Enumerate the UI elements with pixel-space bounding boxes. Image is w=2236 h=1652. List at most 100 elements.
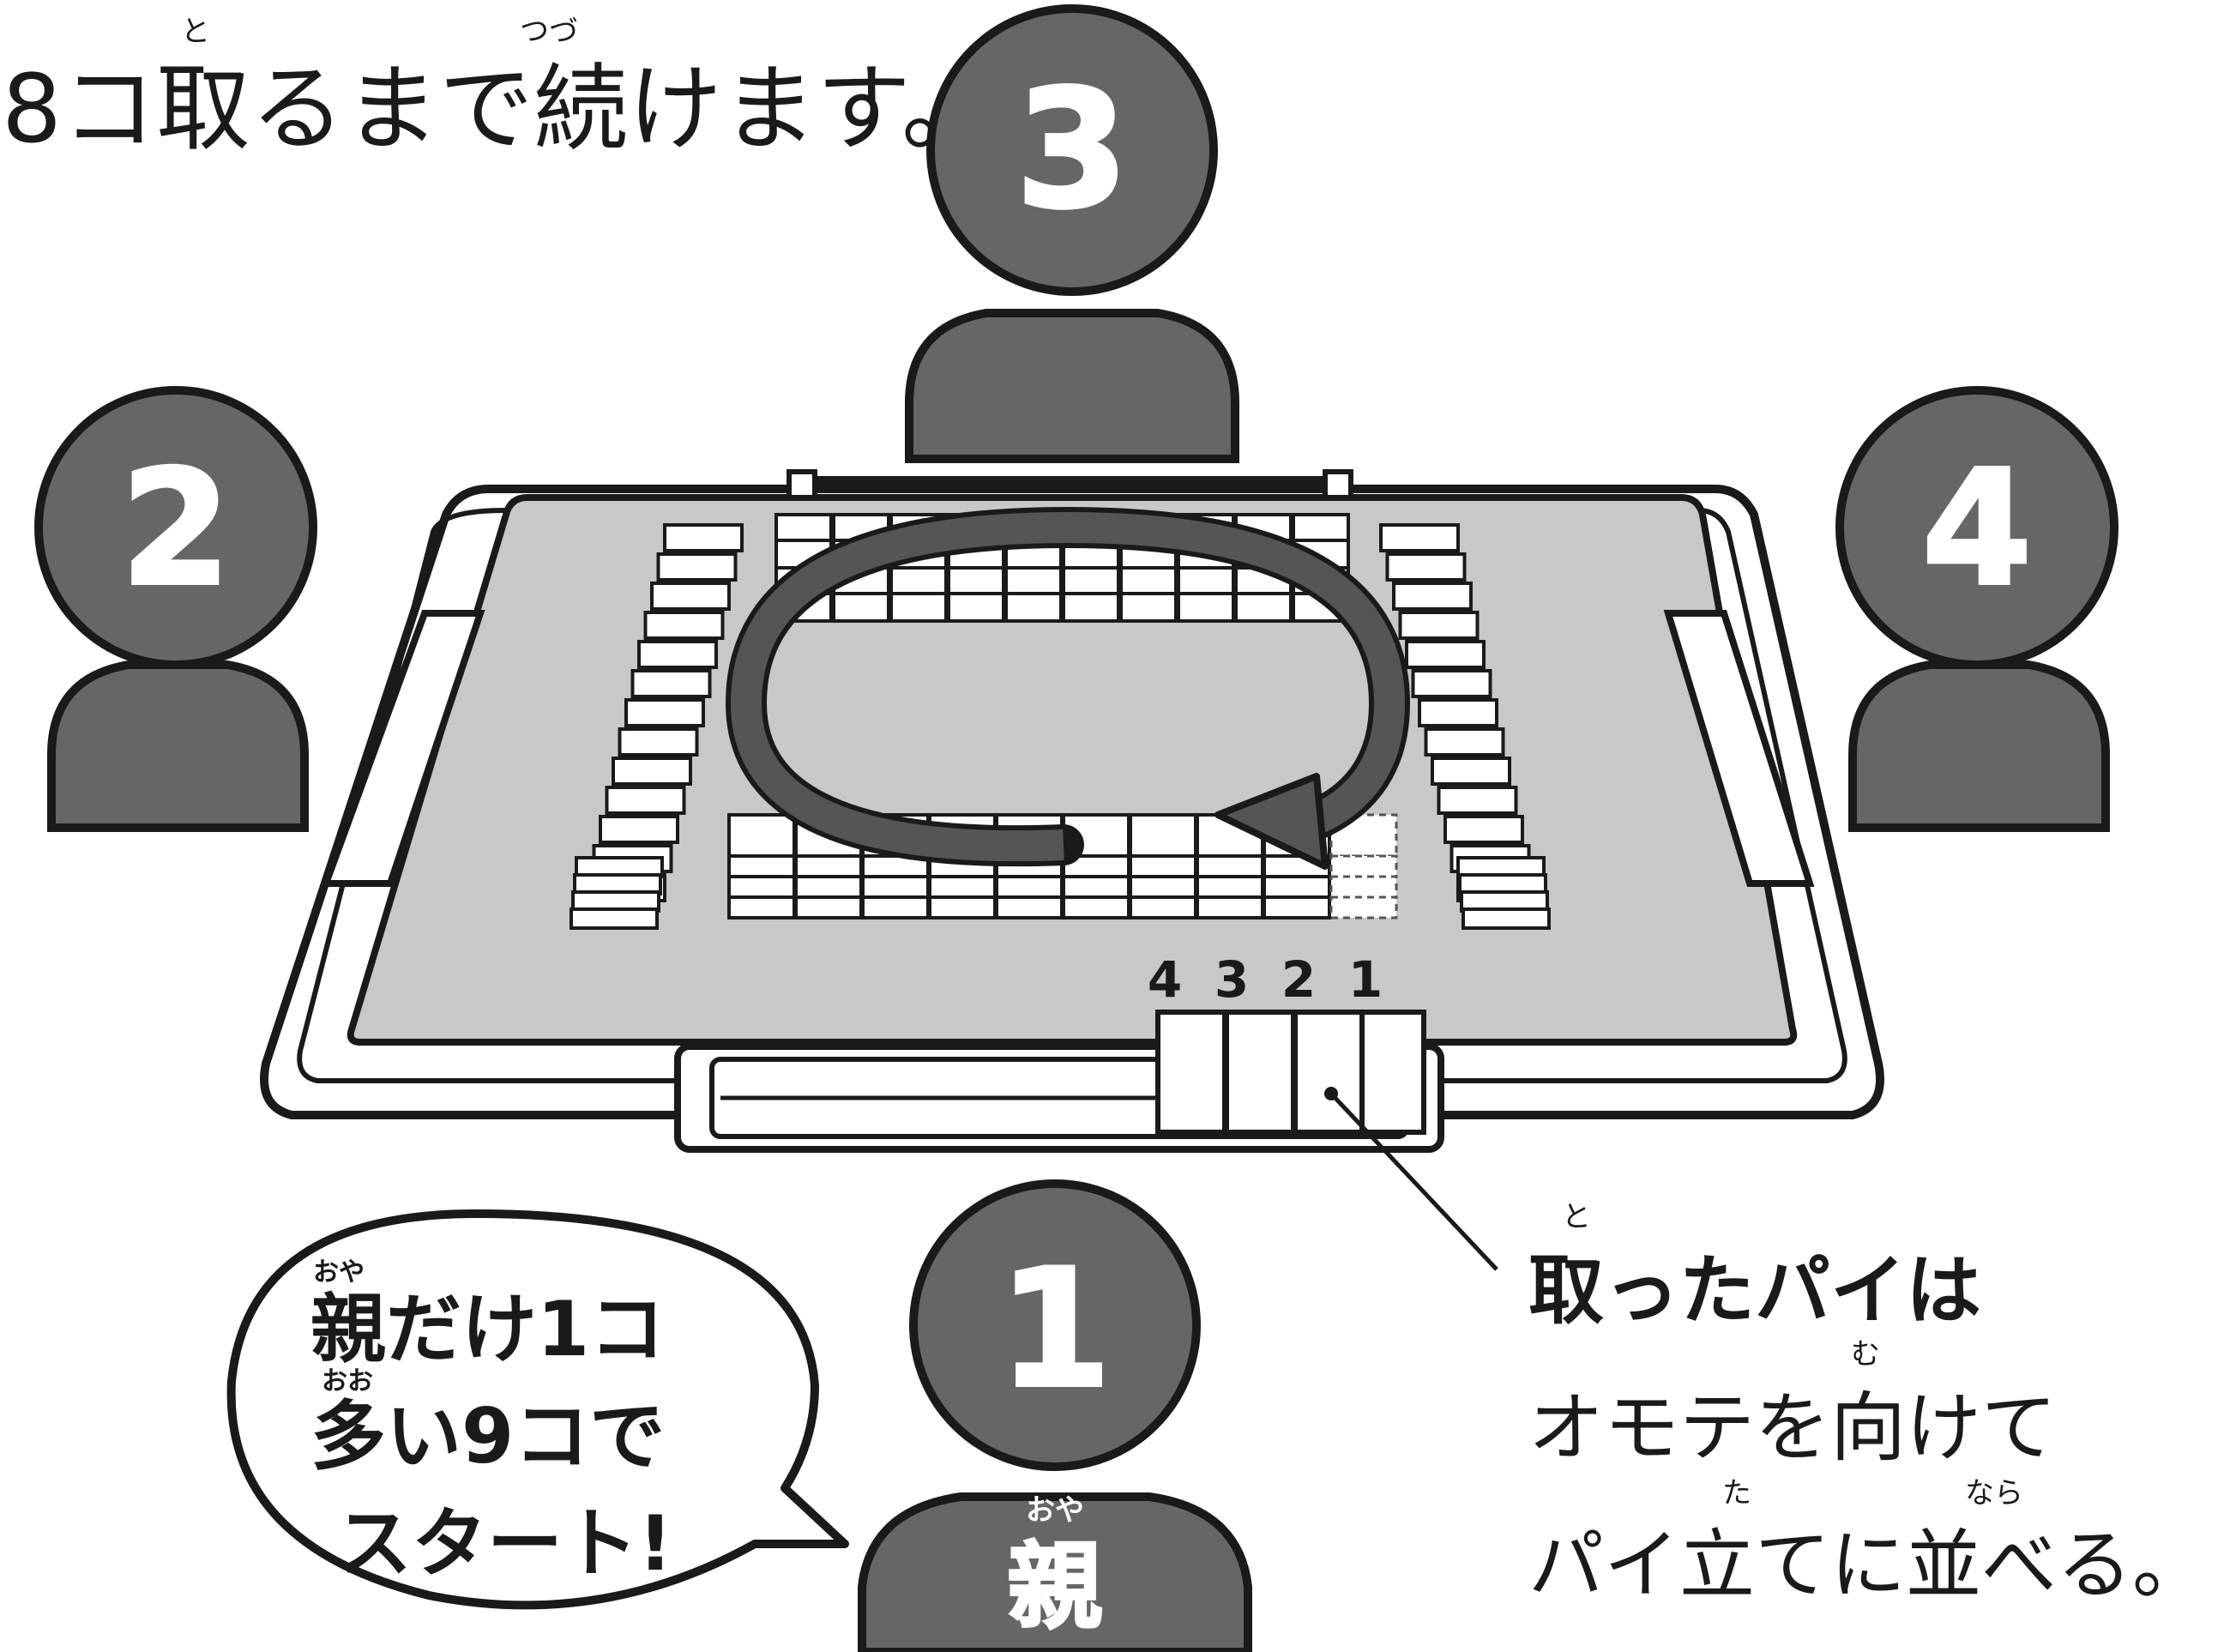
wall-tile [1385, 552, 1467, 582]
wall-tile [1129, 895, 1197, 919]
callout-line-3: パイ立てに並べる。 [1528, 1521, 2208, 1609]
wall-tile [1329, 875, 1398, 899]
table-frame-inner [297, 508, 1847, 1083]
wall-tile [947, 566, 1005, 595]
stack-label-2: 2 [1281, 950, 1316, 1009]
player-4: 4 [1835, 386, 2118, 832]
wall-tile [889, 592, 948, 623]
dealer-ruby: おや [1026, 1493, 1084, 1528]
arrow-body [730, 511, 1406, 862]
wall-tile [861, 875, 930, 899]
wall-tile [861, 895, 930, 919]
player-1-number: 1 [998, 1234, 1112, 1424]
wall-tile [727, 875, 796, 899]
wall-tile [1411, 669, 1492, 698]
player-4-number: 4 [1922, 436, 2033, 621]
wall-tile [832, 592, 890, 623]
turn-order-arrow [725, 506, 1411, 870]
player-2: 2 [34, 386, 317, 832]
callout-ruby-ta: た [1722, 1476, 1751, 1510]
player-4-head [1835, 386, 2118, 669]
callout-leader [1324, 1087, 1498, 1271]
speech-bubble: おや 親だけ1コ おお 多い9コで スタート! [226, 1209, 849, 1610]
wall-tile [1062, 895, 1130, 919]
rack-tile [1155, 1010, 1227, 1135]
callout-line-2: オモテを向けて [1528, 1384, 2057, 1472]
wall-tile [727, 813, 796, 858]
wall-tile [1196, 875, 1264, 899]
header-text: 8コ取るまで続けます。 [2, 54, 996, 164]
wall-tile [1292, 513, 1350, 542]
player-2-number: 2 [121, 436, 232, 621]
table-handle-right [1663, 610, 1815, 887]
wall-tile [650, 582, 731, 611]
wall-tile [1263, 895, 1331, 919]
wall-tile [1398, 611, 1480, 640]
header-ruby-tsuzu: つづ [520, 15, 578, 49]
player-3: 3 [905, 4, 1239, 463]
player-3-body [905, 309, 1239, 463]
wall-tile [1329, 854, 1398, 878]
arrow-head [1214, 773, 1329, 870]
callout-ruby-mu: む [1851, 1337, 1880, 1372]
wall-tile [995, 895, 1064, 919]
wall-tile [928, 875, 997, 899]
wall-tile [1062, 566, 1120, 595]
wall-tile [643, 611, 725, 640]
wall-tile [1443, 815, 1524, 844]
wall-tile [1062, 592, 1120, 623]
header-ruby-to: と [181, 15, 210, 49]
wall-tile [637, 640, 718, 669]
wall-tile [1004, 566, 1063, 595]
table-handle-left [321, 610, 485, 887]
table-top-bar [789, 476, 1338, 493]
rack-tile [1224, 1010, 1296, 1135]
callout-line [1329, 1092, 1498, 1271]
wall-tile [1177, 592, 1235, 623]
callout-text: と 取ったパイは む オモテを向けて た なら パイ立てに並べる。 [1528, 1200, 2208, 1609]
wall-tile [618, 727, 699, 757]
wall-tile [774, 513, 833, 542]
wall-tile [1234, 592, 1293, 623]
wall-tile [1177, 566, 1235, 595]
stack-labels: 4 3 2 1 [1148, 950, 1383, 1009]
wall-tile [1119, 566, 1178, 595]
wall-tile [612, 757, 692, 786]
wall-tile [630, 669, 712, 698]
callout-line-1: 取ったパイは [1528, 1246, 1981, 1335]
player-1-body [858, 1492, 1252, 1652]
wall-tile [1431, 757, 1511, 786]
wall-tile [1329, 895, 1398, 919]
wall-tile [1196, 854, 1264, 878]
wall-tile [794, 875, 863, 899]
player-4-body [1848, 660, 2110, 832]
player-2-body [47, 660, 309, 832]
wall-tile [1263, 875, 1331, 899]
wall-tile [1129, 854, 1197, 878]
rack-tile [1359, 1010, 1426, 1135]
wall-tile [928, 895, 997, 919]
wall-tile [1129, 875, 1197, 899]
wall-tile [605, 786, 686, 815]
stack-label-4: 4 [1148, 950, 1182, 1009]
wall-tile [727, 854, 796, 878]
wall-tile [1437, 786, 1518, 815]
wall-tile [599, 815, 679, 844]
wall-tile [889, 566, 948, 595]
wall-tile [1379, 523, 1460, 552]
stack-label-3: 3 [1214, 950, 1249, 1009]
header: と つづ 8コ取るまで続けます。 [2, 15, 996, 164]
wall-tile [1462, 907, 1551, 930]
wall-tile [794, 895, 863, 919]
bubble-line-2: 多い9コで [310, 1392, 665, 1480]
wall-tile [624, 698, 705, 727]
wall-tile [663, 523, 744, 552]
wall-tile [1424, 727, 1505, 757]
bubble-shape [226, 1209, 849, 1610]
wall-tile [570, 907, 659, 930]
wall-tile [1119, 592, 1178, 623]
player-1-dealer: 1 おや 親 [858, 1179, 1252, 1652]
stack-label-1: 1 [1348, 950, 1383, 1009]
wall-tile [1196, 895, 1264, 919]
